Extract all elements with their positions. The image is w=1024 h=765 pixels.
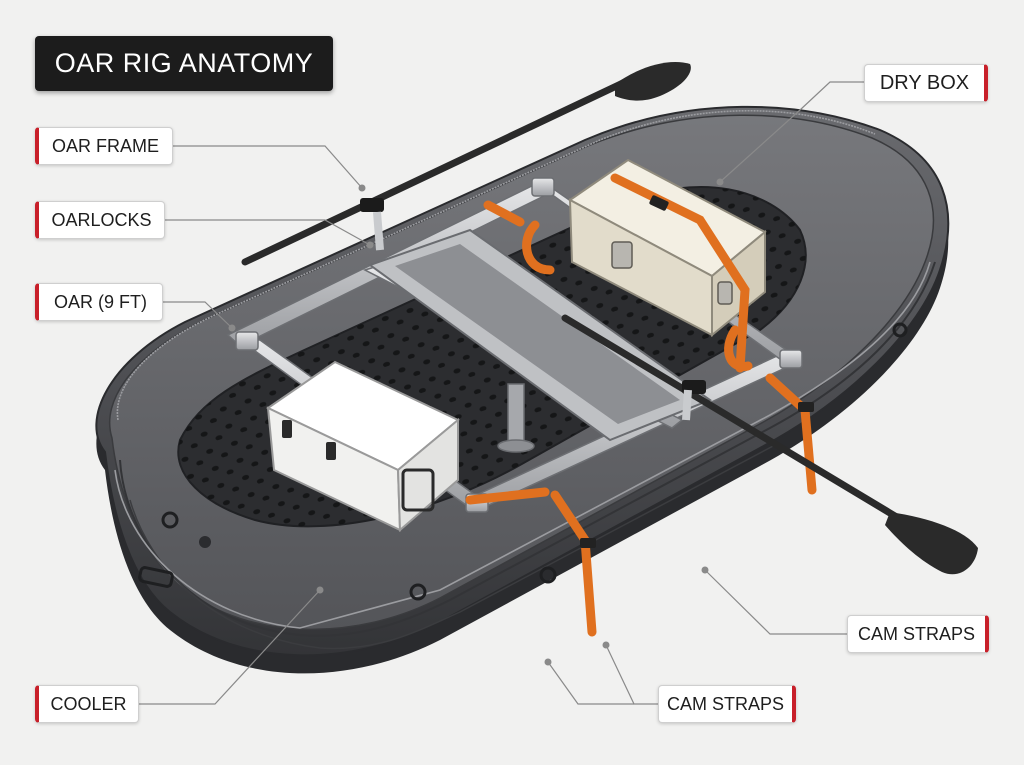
label-cooler: COOLER	[35, 685, 139, 723]
label-dry-box: DRY BOX	[864, 64, 988, 102]
label-oar: OAR (9 FT)	[35, 283, 163, 321]
diagram-title: OAR RIG ANATOMY	[35, 36, 333, 91]
cooler	[266, 360, 460, 533]
strap-buckles	[580, 195, 814, 548]
label-cam-straps-right: CAM STRAPS	[847, 615, 989, 653]
label-cam-straps-bottom: CAM STRAPS	[658, 685, 796, 723]
oar-front	[241, 62, 691, 266]
leader-lines	[139, 81, 864, 705]
leader-dots	[228, 178, 724, 666]
oar-rear	[561, 314, 978, 575]
label-oar-frame: OAR FRAME	[35, 127, 173, 165]
rower-seat	[367, 228, 713, 453]
label-oarlocks: OARLOCKS	[35, 201, 165, 239]
